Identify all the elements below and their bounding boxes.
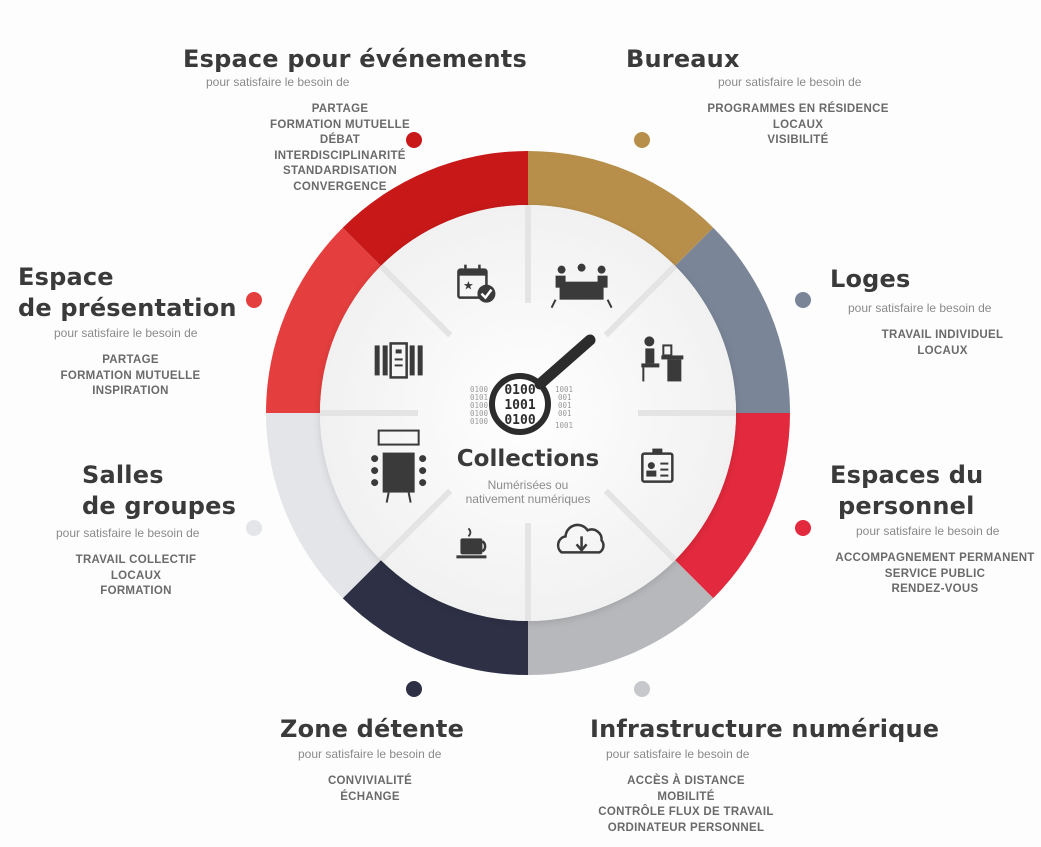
dot-loges [795,292,811,308]
title-evenements: Espace pour événements [183,45,527,73]
svg-text:0100: 0100 [470,409,489,418]
spoke-line [378,263,453,338]
dot-bureaux [634,132,650,148]
center-subtitle-line2: nativement numériques [465,492,591,506]
label-infra: Infrastructure numérique pour satisfaire… [590,714,950,836]
magnifier-icon: 0100 0101 0100 0100 0100 1001 001 001 00… [470,334,596,435]
ring-segment-evenements [342,151,528,266]
svg-text:0100: 0100 [504,383,535,398]
label-detente: Zone détente pour satisfaire le besoin d… [280,714,480,805]
svg-text:001: 001 [558,409,572,418]
ring-segment-groupes [266,413,381,599]
dot-personnel [795,520,811,536]
subtitle-groupes: pour satisfaire le besoin de [56,526,200,540]
spoke-line [603,263,678,338]
svg-text:0100: 0100 [470,417,489,426]
desk-worker-icon [641,336,684,382]
spoke-line [603,488,678,563]
svg-text:0101: 0101 [470,393,488,402]
event-calendar-icon: ★ [457,264,496,303]
exhibit-panels-icon [374,342,423,379]
svg-text:1001: 1001 [555,385,573,394]
ring-segment-presentation [266,227,381,413]
ring-segment-personnel [675,413,790,599]
svg-text:001: 001 [558,401,572,410]
dot-infra [634,681,650,697]
svg-text:1001: 1001 [504,398,535,413]
dot-detente [406,681,422,697]
subtitle-detente: pour satisfaire le besoin de [298,747,442,761]
subtitle-infra: pour satisfaire le besoin de [606,747,750,761]
coffee-cup-icon [456,527,487,559]
label-evenements: Espace pour événements pour satisfaire l… [180,44,530,195]
label-loges: Loges pour satisfaire le besoin de TRAVA… [830,264,1035,359]
svg-text:0100: 0100 [470,385,489,394]
center-subtitle-line1: Numérisées ou [487,478,569,492]
ring-segment-infra [528,560,714,675]
meeting-table-icon [550,263,613,309]
subtitle-bureaux: pour satisfaire le besoin de [718,75,862,89]
dot-groupes [246,520,262,536]
dot-presentation [246,292,262,308]
svg-text:1001: 1001 [555,421,573,430]
svg-text:0100: 0100 [504,413,535,428]
conference-room-icon [371,429,427,503]
title-detente: Zone détente [280,715,465,743]
id-card-icon [641,448,674,483]
subtitle-presentation: pour satisfaire le besoin de [54,326,198,340]
subtitle-loges: pour satisfaire le besoin de [848,301,992,315]
cloud-download-icon [556,523,605,554]
title-bureaux: Bureaux [626,45,740,73]
center-title: Collections [456,446,600,472]
subtitle-evenements: pour satisfaire le besoin de [206,75,350,89]
ring-segment-detente [342,560,528,675]
subtitle-personnel: pour satisfaire le besoin de [856,524,1000,538]
title-infra: Infrastructure numérique [590,715,940,743]
svg-text:001: 001 [558,393,572,402]
ring-segment-loges [675,227,790,413]
ring-segment-bureaux [528,151,714,266]
dot-evenements [406,132,422,148]
spoke-line [378,488,453,563]
label-bureaux: Bureaux pour satisfaire le besoin de PRO… [626,44,926,149]
svg-text:0100: 0100 [470,401,489,410]
svg-text:★: ★ [463,279,474,293]
title-loges: Loges [830,265,911,293]
center-subtitle: Numérisées ou nativement numériques [438,478,618,506]
